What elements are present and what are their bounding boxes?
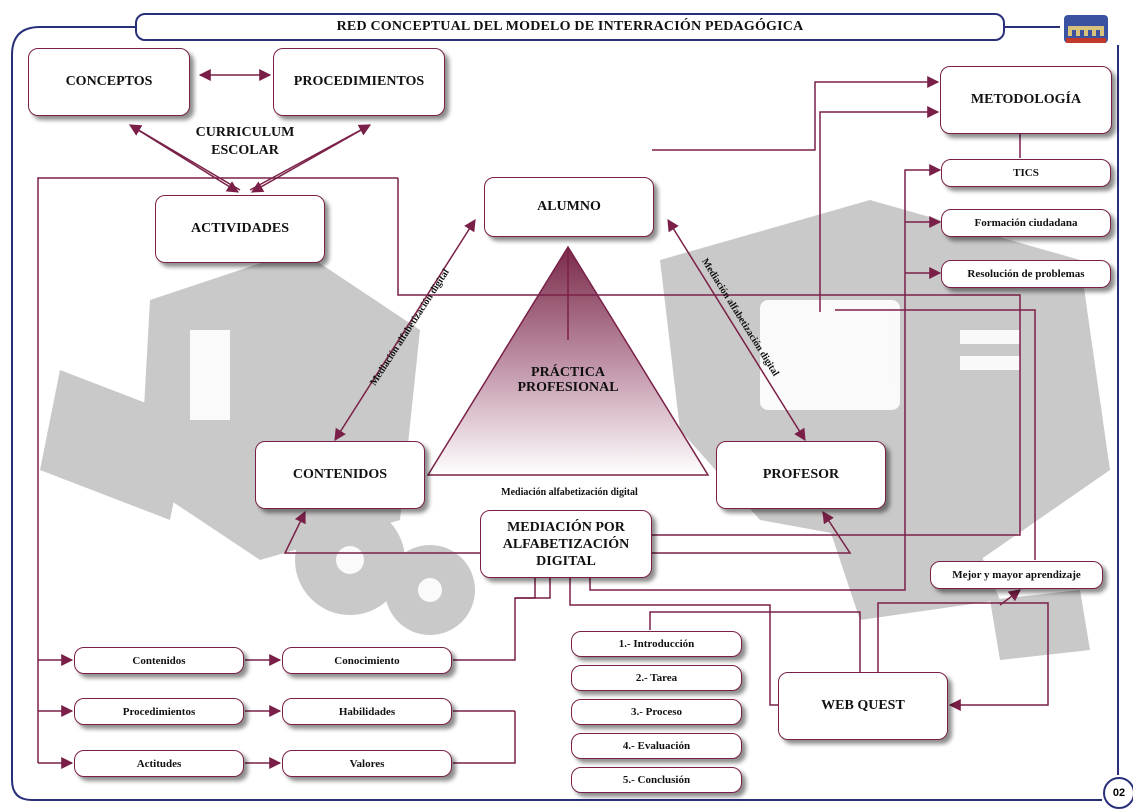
left-item-actitudes: Actitudes [74, 750, 244, 777]
webquest-step: 3.- Proceso [571, 699, 742, 725]
node-tics: TICS [941, 159, 1111, 187]
node-metodologia: METODOLOGÍA [940, 66, 1112, 134]
webquest-step: 1.- Introducción [571, 631, 742, 657]
right-item-habilidades: Habilidades [282, 698, 452, 725]
connector-lines [37, 69, 1049, 769]
left-item-procedimientos: Procedimientos [74, 698, 244, 725]
node-conceptos: CONCEPTOS [28, 48, 190, 116]
node-profesor: PROFESOR [716, 441, 886, 509]
curriculum-label: CURRICULUM ESCOLAR [195, 125, 295, 158]
node-mediacion: MEDIACIÓN POR ALFABETIZACIÓN DIGITAL [480, 510, 652, 578]
school-logo-icon [1064, 15, 1108, 43]
node-resolucion: Resolución de problemas [941, 260, 1111, 288]
node-mejor-aprendizaje: Mejor y mayor aprendizaje [930, 561, 1103, 589]
edge-label-bottom: Mediación alfabetización digital [501, 487, 638, 498]
practica-label: PRÁCTICA PROFESIONAL [517, 365, 619, 395]
node-webquest: WEB QUEST [778, 672, 948, 740]
left-item-contenidos: Contenidos [74, 647, 244, 674]
webquest-step: 5.- Conclusión [571, 767, 742, 793]
page-title: RED CONCEPTUAL DEL MODELO DE INTERRACIÓN… [135, 13, 1005, 41]
page-number: 02 [1103, 777, 1133, 809]
node-actividades: ACTIVIDADES [155, 195, 325, 263]
node-alumno: ALUMNO [484, 177, 654, 237]
webquest-step: 2.- Tarea [571, 665, 742, 691]
node-formacion: Formación ciudadana [941, 209, 1111, 237]
practice-triangle [426, 245, 710, 476]
node-contenidos: CONTENIDOS [255, 441, 425, 509]
right-item-conocimiento: Conocimiento [282, 647, 452, 674]
webquest-step: 4.- Evaluación [571, 733, 742, 759]
frame-border [11, 26, 1102, 801]
node-procedimientos: PROCEDIMIENTOS [273, 48, 445, 116]
right-item-valores: Valores [282, 750, 452, 777]
